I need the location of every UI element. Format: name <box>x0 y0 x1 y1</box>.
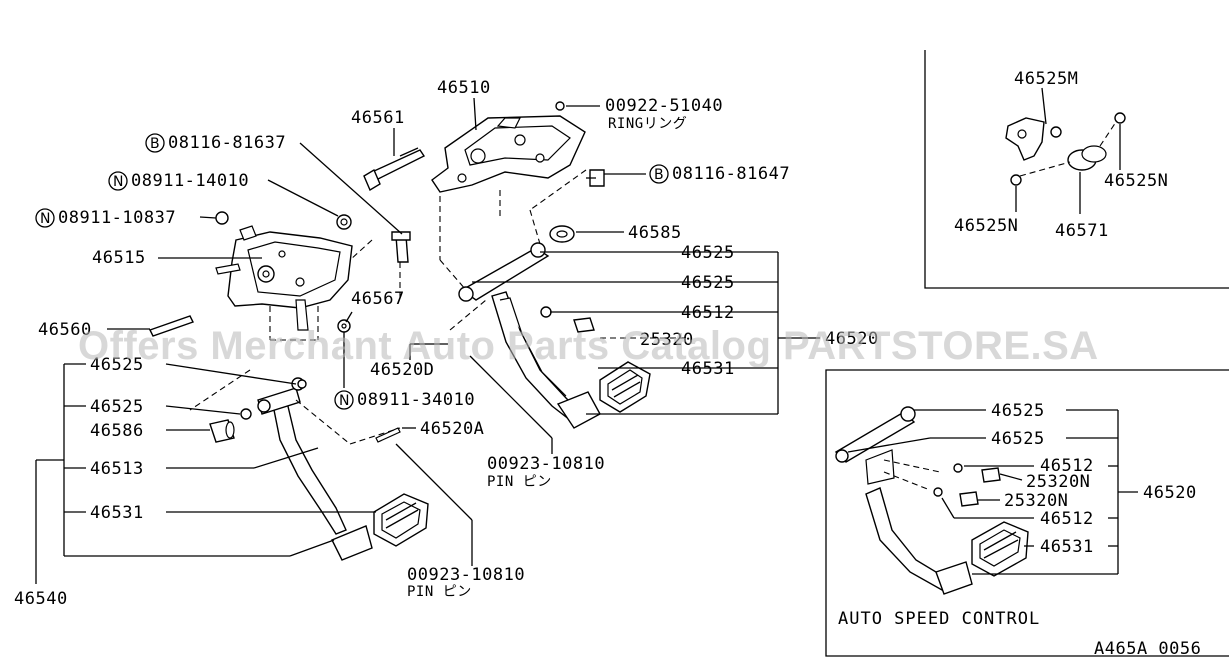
circle-n-08911-10837: N <box>35 208 55 228</box>
watermark-text: Offers Merchant Auto Parts Catalog PARTS… <box>78 324 1099 368</box>
label-46525-a: 46525 <box>681 243 735 263</box>
label-08911-10837: 08911-10837 <box>58 208 176 228</box>
label-46585: 46585 <box>628 223 682 243</box>
label-46531-main: 46531 <box>681 359 735 379</box>
pedal-arm-46520-part <box>458 242 601 429</box>
label-25320: 25320 <box>640 330 694 350</box>
label-08911-14010: 08911-14010 <box>131 171 249 191</box>
label-inset-25320N-b: 25320N <box>1004 491 1068 511</box>
label-00923-10810-b: 00923-10810 <box>407 565 525 585</box>
label-00923-10810-a: 00923-10810 <box>487 454 605 474</box>
circle-b-letter: B <box>150 136 160 152</box>
label-inset-46531: 46531 <box>1040 537 1094 557</box>
circle-b-letter: B <box>654 167 664 183</box>
ring-00922-51040-part <box>555 101 565 111</box>
pedal-pad-46531-part <box>599 361 651 413</box>
label-pin-b: PIN ピン <box>407 584 472 600</box>
assembly-dashes <box>189 169 690 445</box>
bushing-46525-left-part <box>240 379 307 420</box>
bushing-46586-part <box>209 419 235 443</box>
label-46525-c: 46525 <box>90 355 144 375</box>
clutch-arm-46513-part <box>257 377 373 561</box>
label-inset-46512-a: 46512 <box>1040 456 1094 476</box>
circle-n-08911-34010: N <box>334 390 354 410</box>
label-46561: 46561 <box>351 108 405 128</box>
leader-lines <box>35 97 820 584</box>
label-46515: 46515 <box>92 248 146 268</box>
label-08116-81647: 08116-81647 <box>672 164 790 184</box>
inset-top-parts <box>1005 87 1126 214</box>
label-46512: 46512 <box>681 303 735 323</box>
label-inset-46525-a: 46525 <box>991 401 1045 421</box>
label-46571: 46571 <box>1055 221 1109 241</box>
label-46513: 46513 <box>90 459 144 479</box>
bolt-08116-81637-part <box>391 231 411 263</box>
bushing-46585-part <box>549 225 575 243</box>
bolt-08116-81647-part <box>586 169 605 187</box>
inset-title-auto-speed-control: AUTO SPEED CONTROL <box>838 609 1040 629</box>
label-inset-25320N-a: 25320N <box>1026 472 1090 492</box>
label-08911-34010: 08911-34010 <box>357 390 475 410</box>
label-46520A: 46520A <box>420 419 484 439</box>
figure-code: A465A 0056 <box>1094 639 1201 659</box>
circle-n-letter: N <box>339 393 349 409</box>
label-ring: RINGリング <box>608 116 687 132</box>
label-46560: 46560 <box>38 320 92 340</box>
circle-n-08911-14010: N <box>108 171 128 191</box>
circle-b-08116-81637: B <box>145 133 165 153</box>
label-46586: 46586 <box>90 421 144 441</box>
label-inset-46525-b: 46525 <box>991 429 1045 449</box>
bracket-46515-part <box>215 225 353 331</box>
label-46520-main: 46520 <box>825 329 879 349</box>
label-46540: 46540 <box>14 589 68 609</box>
inset-bottom-parts <box>834 406 1138 595</box>
label-46567: 46567 <box>351 289 405 309</box>
label-inset-46520: 46520 <box>1143 483 1197 503</box>
bolt-46561-part <box>363 147 426 192</box>
circle-n-letter: N <box>40 211 50 227</box>
label-46525N-b: 46525N <box>954 216 1018 236</box>
stud-46560-part <box>149 315 194 337</box>
label-00922-51040: 00922-51040 <box>605 96 723 116</box>
label-46525N-a: 46525N <box>1104 171 1168 191</box>
label-46510: 46510 <box>437 78 491 98</box>
circle-n-letter: N <box>113 174 123 190</box>
label-46531-left: 46531 <box>90 503 144 523</box>
label-46525M: 46525M <box>1014 69 1078 89</box>
label-46525-b: 46525 <box>681 273 735 293</box>
circle-b-08116-81647: B <box>649 164 669 184</box>
label-46525-d: 46525 <box>90 397 144 417</box>
bracket-46510-part <box>431 115 586 193</box>
inset-top-frame <box>924 50 1229 289</box>
clutch-pad-46531-part <box>373 493 429 547</box>
nut-08911-14010-part <box>336 214 352 230</box>
label-inset-46512-b: 46512 <box>1040 509 1094 529</box>
nut-08911-10837-part <box>215 211 229 225</box>
label-46520D: 46520D <box>370 360 434 380</box>
label-08116-81637: 08116-81637 <box>168 133 286 153</box>
label-pin-a: PIN ピン <box>487 474 552 490</box>
inset-bottom-frame <box>825 369 1229 657</box>
